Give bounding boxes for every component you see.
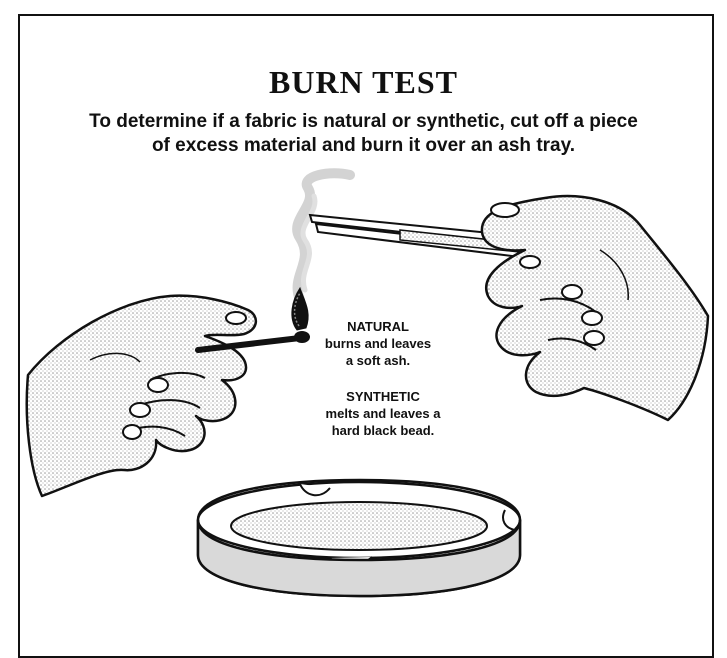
instructions-text: To determine if a fabric is natural or s…	[40, 110, 687, 158]
natural-line-1: burns and leaves	[318, 335, 438, 352]
synthetic-line-2: hard black bead.	[318, 422, 448, 439]
instructions-line-2: of excess material and burn it over an a…	[40, 134, 687, 158]
ashtray-icon	[198, 480, 520, 596]
instructions-line-1: To determine if a fabric is natural or s…	[40, 110, 687, 134]
natural-heading: NATURAL	[318, 318, 438, 335]
smoke-icon	[297, 173, 350, 300]
natural-line-2: a soft ash.	[318, 352, 438, 369]
synthetic-heading: SYNTHETIC	[318, 388, 448, 405]
natural-label: NATURAL burns and leaves a soft ash.	[318, 318, 438, 369]
right-hand-icon	[482, 196, 708, 420]
page-title: BURN TEST	[0, 64, 727, 101]
left-hand-icon	[27, 296, 256, 496]
synthetic-line-1: melts and leaves a	[318, 405, 448, 422]
synthetic-label: SYNTHETIC melts and leaves a hard black …	[318, 388, 448, 439]
